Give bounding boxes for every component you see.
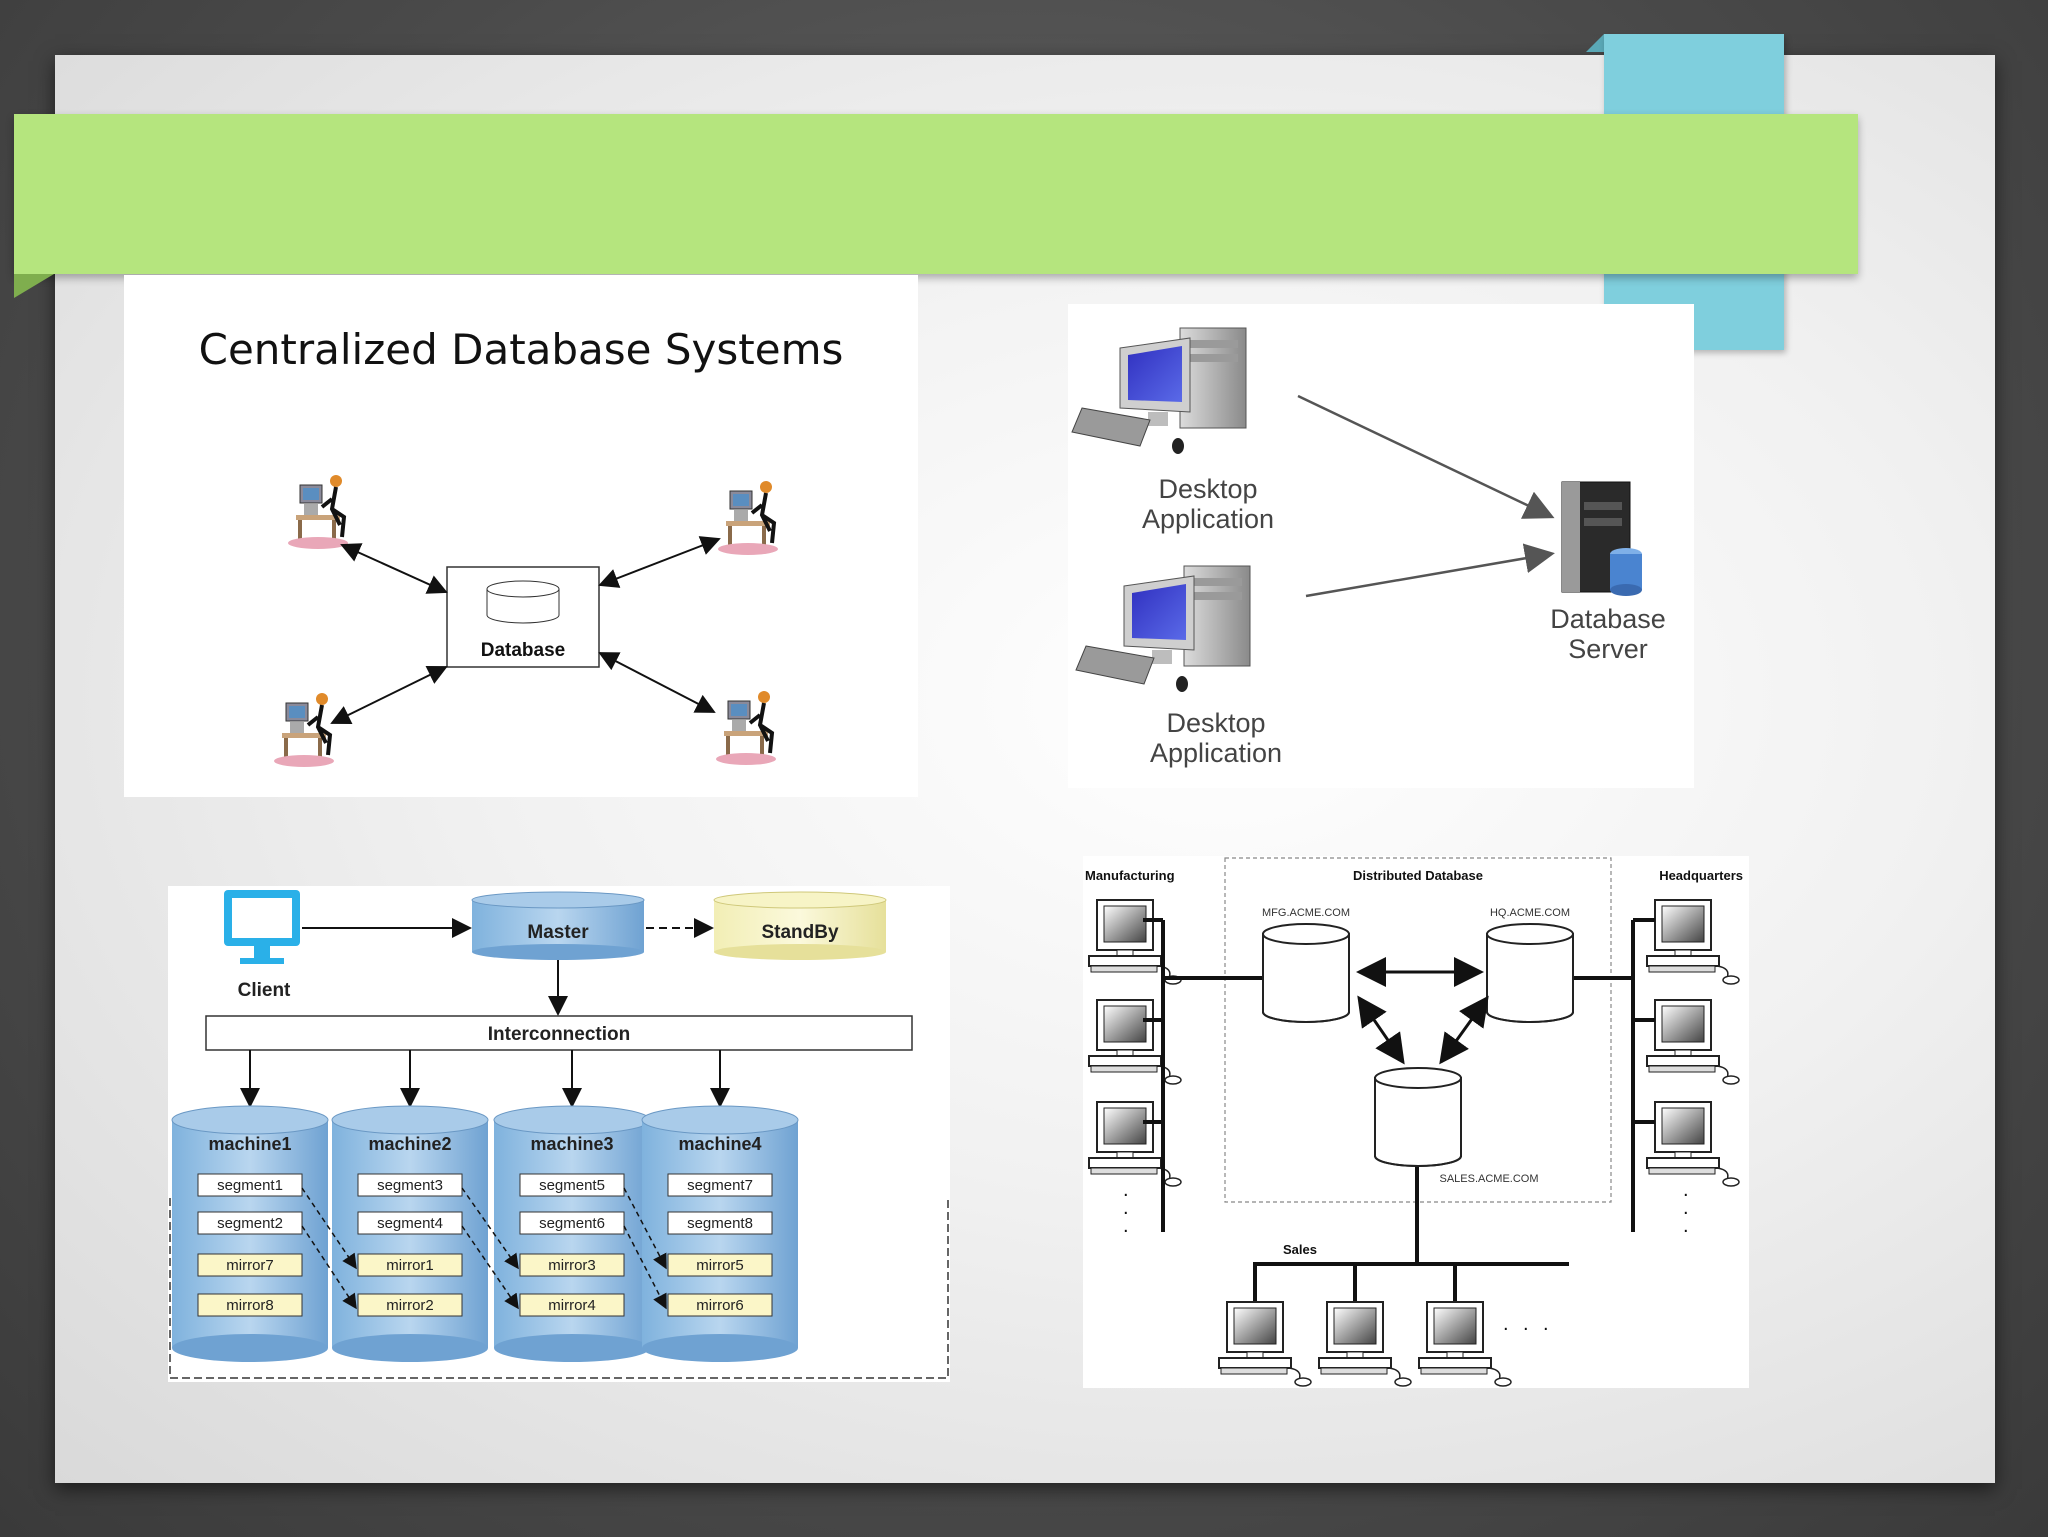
- distributed-db-boundary: [1224, 857, 1612, 1203]
- segment-item: segment4: [377, 1215, 443, 1232]
- replication-arrows: [1356, 957, 1489, 1065]
- manufacturing-label: Manufacturing: [1085, 868, 1175, 883]
- mirror-item: mirror8: [226, 1297, 274, 1314]
- desktop-app-top-line1: Desktop: [1158, 474, 1257, 504]
- svg-text:.: .: [1123, 1197, 1129, 1219]
- segment-item: segment3: [377, 1177, 443, 1194]
- segment-item: segment1: [217, 1177, 283, 1194]
- sales-db-label: SALES.ACME.COM: [1439, 1173, 1538, 1185]
- master-label: Master: [527, 922, 589, 943]
- svg-text:.: .: [1123, 1215, 1129, 1237]
- teal-accent-fold: [1586, 34, 1604, 52]
- db-box: Database: [446, 566, 600, 668]
- ellipsis-dots: ... ... ...: [1123, 1179, 1689, 1335]
- mirror-item: mirror2: [386, 1297, 434, 1314]
- lan-lines: [1143, 918, 1655, 1302]
- mirror-item: mirror4: [548, 1297, 596, 1314]
- machine-label: machine4: [678, 1134, 761, 1154]
- standby-cylinder: StandBy: [713, 891, 887, 960]
- svg-text:.: .: [1683, 1179, 1689, 1201]
- db-server-line1: Database: [1550, 604, 1666, 634]
- machine-1: machine1 segment1 segment2 mirror7 mirror8: [171, 1050, 329, 1362]
- user-bottom-right: [714, 689, 778, 767]
- title-band-fold: [14, 274, 54, 298]
- segment-item: segment8: [687, 1215, 753, 1232]
- desktop-app-bottom-line2: Application: [1150, 738, 1282, 768]
- sales-label: Sales: [1283, 1242, 1317, 1257]
- db-server-line2: Server: [1568, 634, 1648, 664]
- distributed-database-diagram: Manufacturing Distributed Database Headq…: [1083, 856, 1749, 1388]
- segment-item: segment2: [217, 1215, 283, 1232]
- title-band: [14, 114, 1858, 274]
- sales-db-cylinder: [1374, 1067, 1462, 1167]
- connection-arrows: [330, 536, 721, 725]
- client-monitor-icon: [224, 890, 300, 964]
- database-server-icon: [1561, 481, 1642, 596]
- machine-label: machine2: [368, 1134, 451, 1154]
- client-label: Client: [238, 980, 291, 1001]
- manufacturing-workstations: [1088, 899, 1182, 1187]
- user-top-right: [716, 479, 780, 557]
- arrow-bottom-to-server: [1305, 543, 1555, 598]
- desktop-app-top-line2: Application: [1142, 504, 1274, 534]
- master-cylinder: Master: [471, 891, 645, 960]
- interconnection-label: Interconnection: [488, 1024, 631, 1045]
- svg-text:.: .: [1123, 1179, 1129, 1201]
- sales-workstations: [1218, 1301, 1512, 1387]
- mfg-db-label: MFG.ACME.COM: [1262, 907, 1350, 919]
- segment-item: segment7: [687, 1177, 753, 1194]
- hq-db-cylinder: [1486, 923, 1574, 1023]
- svg-text:.: .: [1523, 1313, 1529, 1335]
- user-bottom-left: [272, 691, 336, 769]
- machine-3: machine3 segment5 segment6 mirror3 mirror4: [493, 1050, 651, 1362]
- headquarters-label: Headquarters: [1659, 868, 1743, 883]
- machine-4: machine4 segment7 segment8 mirror5 mirror6: [641, 1050, 799, 1362]
- mirror-item: mirror1: [386, 1257, 434, 1274]
- interconnection-bar: Interconnection: [205, 1015, 913, 1051]
- svg-text:.: .: [1503, 1313, 1509, 1335]
- desktop-computer-bottom: [1075, 565, 1251, 693]
- mirror-item: mirror7: [226, 1257, 274, 1274]
- centralized-diagram-title: Centralized Database Systems: [198, 325, 844, 374]
- client-server-diagram: Desktop Application Desktop Application …: [1068, 304, 1694, 788]
- hq-db-label: HQ.ACME.COM: [1490, 907, 1570, 919]
- mirror-item: mirror6: [696, 1297, 744, 1314]
- mpp-architecture-diagram: Client Master StandBy Interconnection ma…: [168, 886, 950, 1382]
- user-top-left: [286, 473, 350, 551]
- hq-workstations: [1646, 899, 1740, 1187]
- desktop-app-bottom-line1: Desktop: [1166, 708, 1265, 738]
- machine-label: machine3: [530, 1134, 613, 1154]
- segment-item: segment5: [539, 1177, 605, 1194]
- mirror-boundary: [169, 1198, 949, 1379]
- svg-text:.: .: [1683, 1197, 1689, 1219]
- database-label: Database: [481, 640, 566, 661]
- mirror-item: mirror3: [548, 1257, 596, 1274]
- desktop-computer-top: [1071, 327, 1247, 455]
- segment-item: segment6: [539, 1215, 605, 1232]
- centralized-database-diagram: Centralized Database Systems Database: [124, 275, 918, 797]
- machine-2: machine2 segment3 segment4 mirror1 mirror2: [331, 1050, 489, 1362]
- standby-label: StandBy: [761, 922, 839, 943]
- machine-label: machine1: [208, 1134, 291, 1154]
- svg-text:.: .: [1543, 1313, 1549, 1335]
- svg-text:.: .: [1683, 1215, 1689, 1237]
- arrow-top-to-server: [1297, 394, 1555, 519]
- mfg-db-cylinder: [1262, 923, 1350, 1023]
- mirror-item: mirror5: [696, 1257, 744, 1274]
- distributed-database-label: Distributed Database: [1353, 868, 1483, 883]
